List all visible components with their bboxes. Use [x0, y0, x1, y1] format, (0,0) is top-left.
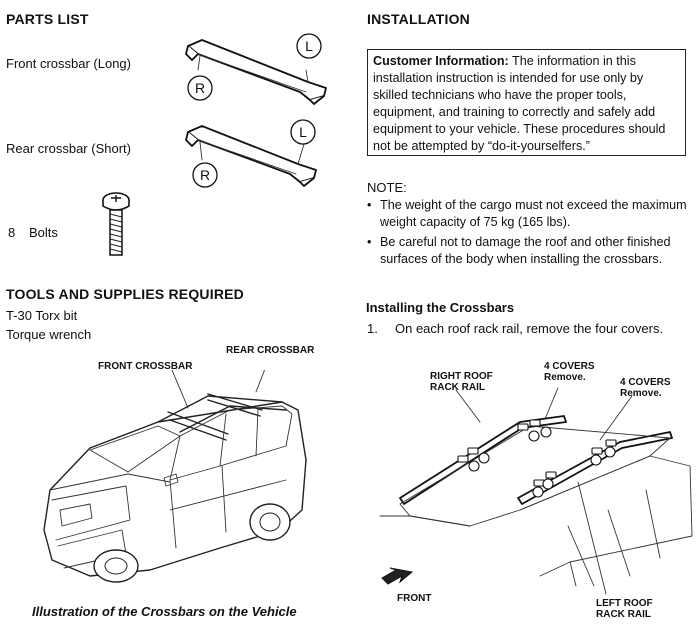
customer-info-label: Customer Information: — [373, 54, 509, 68]
left-rail-callout: LEFT ROOF RACK RAIL — [596, 598, 653, 620]
step-number: 1. — [367, 321, 378, 336]
rear-crossbar-label: Rear crossbar (Short) — [6, 141, 131, 156]
covers-callout-a: 4 COVERS Remove. — [544, 361, 595, 383]
vehicle-caption: Illustration of the Crossbars on the Veh… — [32, 604, 297, 619]
note-item: • Be careful not to damage the roof and … — [367, 234, 692, 268]
tools-heading: TOOLS AND SUPPLIES REQUIRED — [6, 286, 244, 302]
note-item: • The weight of the cargo must not excee… — [367, 197, 692, 231]
front-crossbar-callout: FRONT CROSSBAR — [98, 361, 193, 372]
right-rail-callout: RIGHT ROOF RACK RAIL — [430, 371, 493, 393]
left-marker-text-rear: L — [299, 124, 307, 140]
left-marker-circle — [296, 33, 322, 59]
front-crossbar-illustration: L R — [185, 33, 327, 105]
step-text: On each roof rack rail, remove the four … — [395, 321, 664, 336]
rear-crossbar-callout: REAR CROSSBAR — [226, 345, 315, 356]
vehicle-illustration — [43, 370, 307, 583]
bolts-label: Bolts — [29, 225, 58, 240]
left-marker-circle-rear — [290, 119, 316, 145]
rear-crossbar-illustration: L R — [185, 119, 317, 188]
customer-info-box: Customer Information: The information in… — [367, 49, 686, 156]
right-marker-circle-rear — [192, 162, 218, 188]
right-marker-circle — [187, 75, 213, 101]
installing-crossbars-heading: Installing the Crossbars — [366, 300, 515, 315]
note-text: The weight of the cargo must not exceed … — [380, 198, 687, 229]
front-label: FRONT — [397, 593, 432, 604]
parts-list-heading: PARTS LIST — [6, 11, 89, 27]
bolts-quantity: 8 — [8, 225, 16, 240]
note-text: Be careful not to damage the roof and ot… — [380, 235, 671, 266]
covers-callout-b: 4 COVERS Remove. — [620, 377, 671, 399]
roof-illustration — [379, 387, 693, 595]
right-marker-text-rear: R — [200, 167, 210, 183]
front-arrow-icon — [381, 567, 414, 585]
installation-heading: INSTALLATION — [367, 11, 470, 27]
tool-item: T-30 Torx bit — [6, 308, 78, 323]
customer-info-text: The information in this installation ins… — [373, 54, 666, 153]
right-marker-text: R — [195, 80, 205, 96]
tool-item: Torque wrench — [6, 327, 92, 342]
bolt-icon — [102, 192, 130, 256]
note-label: NOTE: — [367, 180, 407, 195]
front-crossbar-label: Front crossbar (Long) — [6, 56, 131, 71]
left-marker-text: L — [305, 38, 313, 54]
